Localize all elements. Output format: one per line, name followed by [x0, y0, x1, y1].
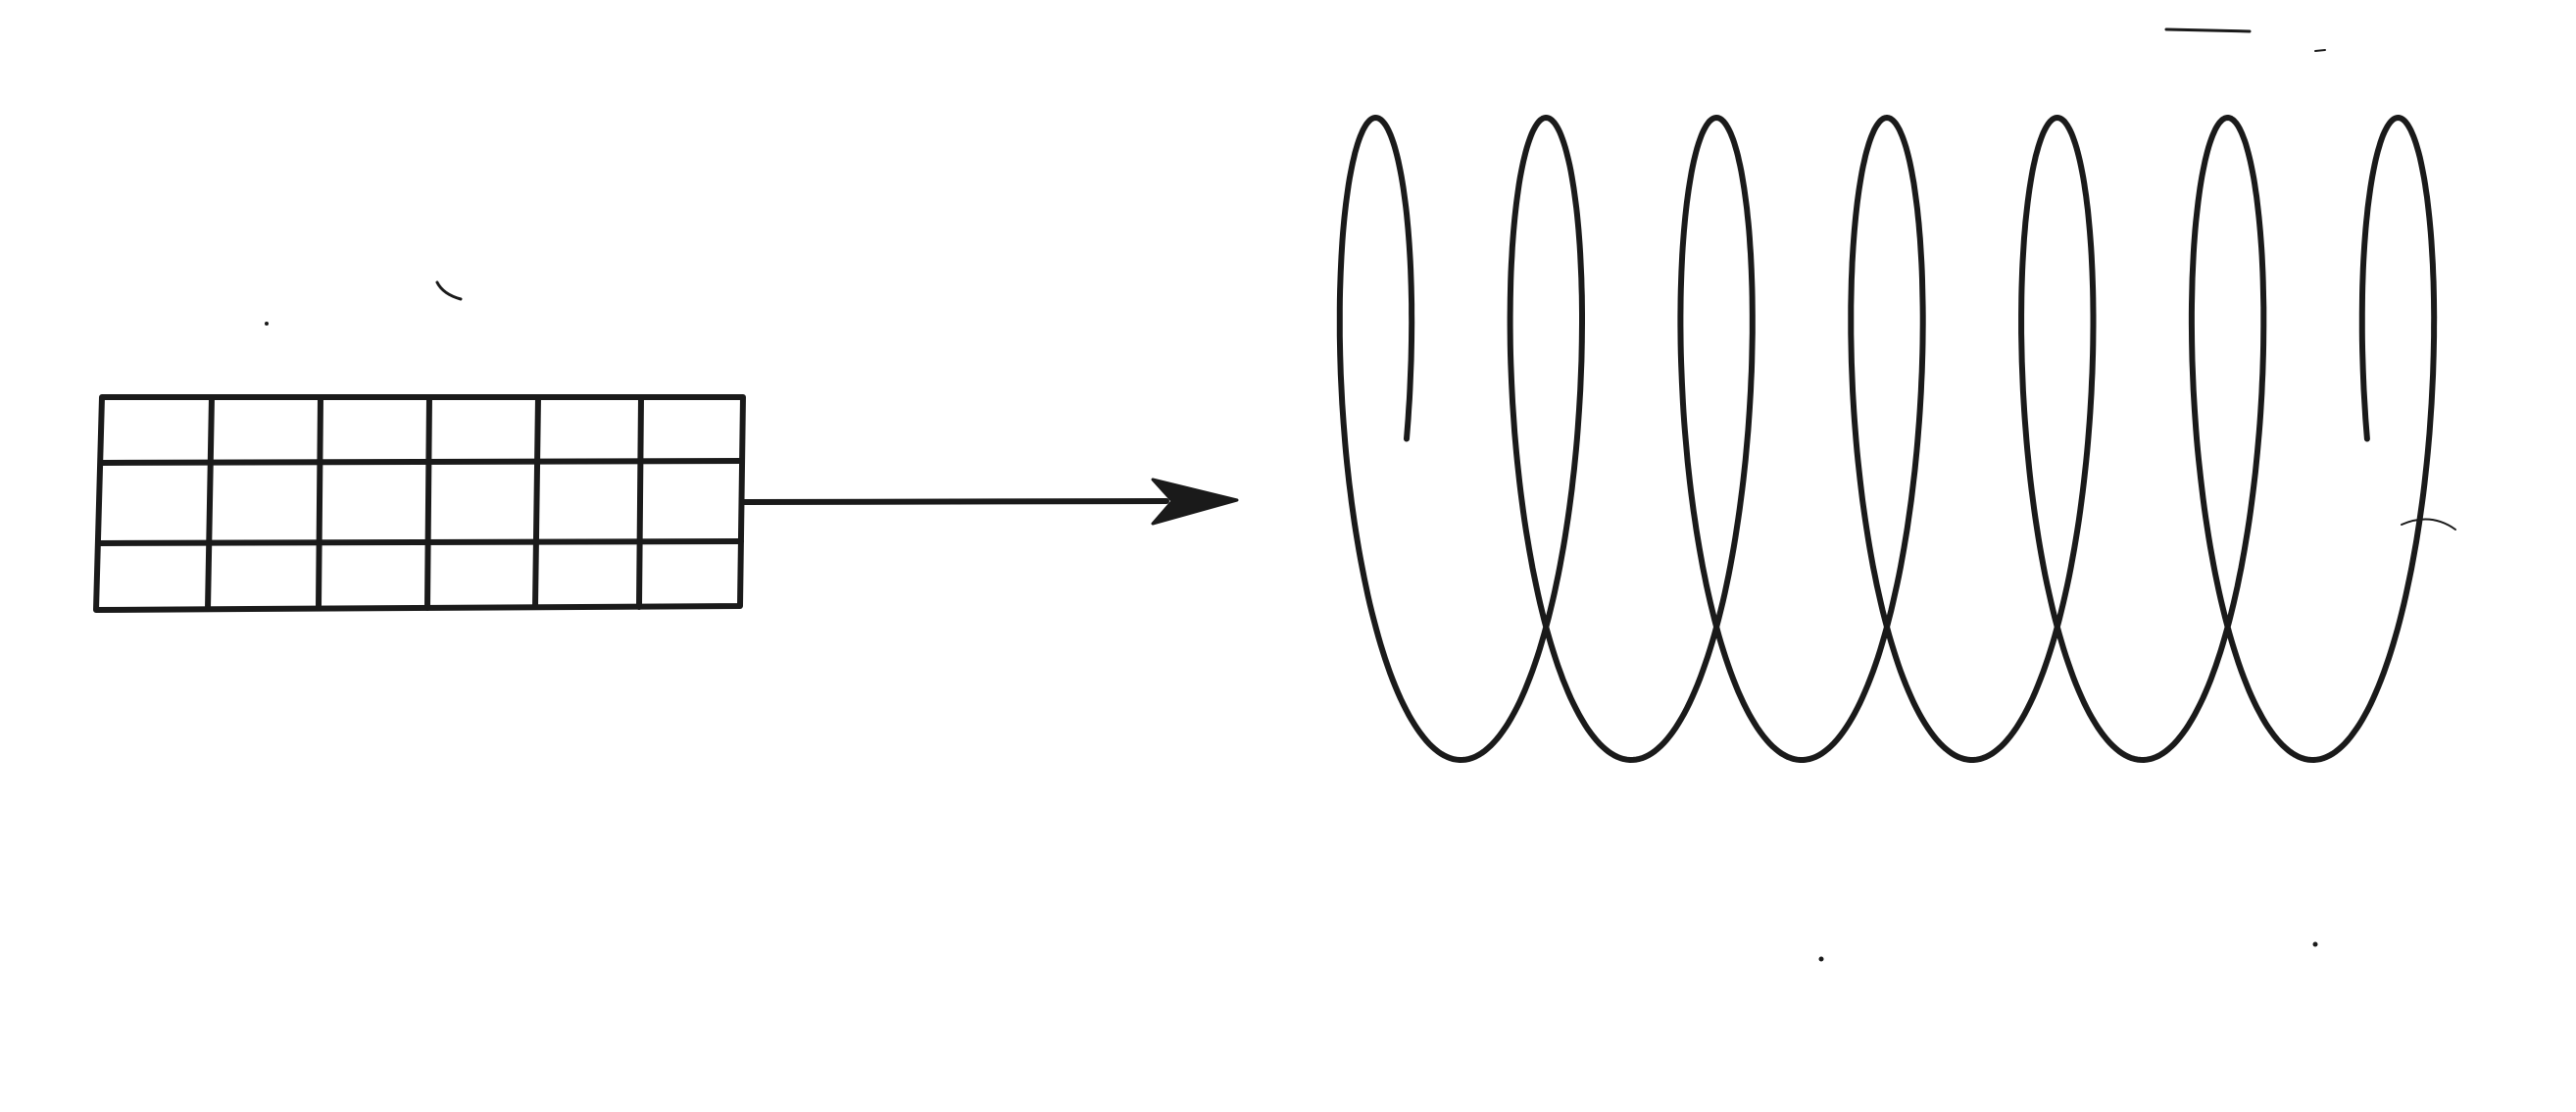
grid-object: [93, 394, 746, 613]
grid-column-line: [636, 394, 644, 610]
grid-column-line: [205, 394, 215, 612]
grid-column-line: [316, 394, 323, 611]
arrow-shaft: [740, 498, 1169, 505]
arrow: [740, 478, 1239, 526]
grid-object-outline: [93, 394, 746, 613]
scan-speck: [2312, 941, 2318, 947]
scan-speck: [2164, 27, 2252, 33]
scan-specks: [265, 27, 2456, 962]
coil: [1336, 115, 2438, 763]
grid-row-line: [98, 458, 745, 466]
scan-speck: [265, 322, 269, 326]
scan-speck: [435, 280, 463, 301]
coil-wire: [1336, 115, 2438, 763]
grid-column-line: [424, 394, 432, 611]
grid-object-row-lines: [96, 458, 745, 546]
scan-speck: [2401, 518, 2456, 531]
arrow-head: [1151, 478, 1239, 526]
scan-speck: [2314, 49, 2326, 52]
grid-object-column-lines: [205, 394, 644, 612]
scan-speck: [1818, 956, 1824, 962]
grid-row-line: [96, 538, 744, 546]
grid-column-line: [532, 394, 541, 610]
